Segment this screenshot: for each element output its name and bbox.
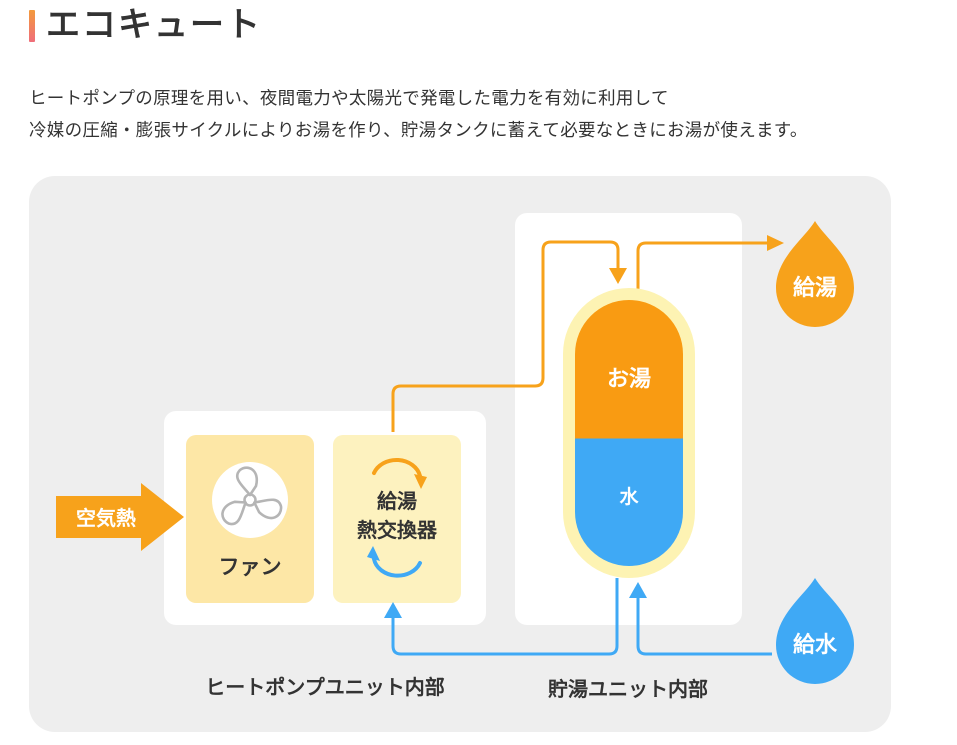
air-heat-label: 空気熱 xyxy=(76,506,136,530)
page-title: エコキュート xyxy=(46,5,262,45)
hot-supply-label: 給湯 xyxy=(793,275,837,301)
hot-supply-pipe-arrowhead xyxy=(767,235,784,251)
exchanger-label-line1: 給湯 xyxy=(377,489,417,513)
water-supply-label: 給水 xyxy=(793,632,838,658)
hot-supply-pipe xyxy=(636,241,768,292)
water-return-pipe-arrowhead xyxy=(384,602,402,618)
exchange-cycle-icon xyxy=(367,458,427,578)
title-accent-bar xyxy=(29,10,35,42)
hot-water-pipe xyxy=(391,240,620,432)
air-heat-arrow xyxy=(56,483,184,551)
heat-pump-unit-caption: ヒートポンプユニット内部 xyxy=(205,675,444,699)
water-label: 水 xyxy=(619,486,639,508)
storage-tank xyxy=(563,288,695,578)
storage-unit-caption: 貯湯ユニット内部 xyxy=(548,677,708,701)
water-supply-pipe-arrowhead xyxy=(629,582,647,598)
hot-water-label: お湯 xyxy=(607,367,651,392)
hot-water-pipe-arrowhead xyxy=(609,268,627,284)
exchanger-label-line2: 熱交換器 xyxy=(357,518,438,542)
fan-icon xyxy=(212,462,288,538)
water-supply-drop-icon xyxy=(776,578,854,684)
hot-supply-drop-icon xyxy=(776,221,854,327)
description-line-2: 冷媒の圧縮・膨張サイクルによりお湯を作り、貯湯タンクに蓄えて必要なときにお湯が使… xyxy=(29,121,808,141)
description-line-1: ヒートポンプの原理を用い、夜間電力や太陽光で発電した電力を有効に利用して xyxy=(29,89,669,109)
water-return-pipe xyxy=(391,578,619,656)
water-supply-pipe xyxy=(636,598,772,656)
fan-label: ファン xyxy=(219,555,282,579)
heat-exchanger-box xyxy=(333,435,461,603)
